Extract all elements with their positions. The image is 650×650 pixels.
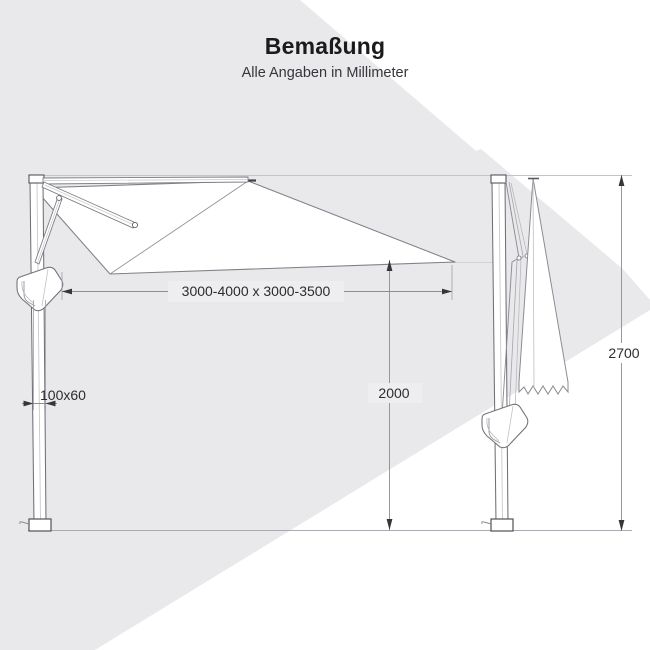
- crank-housing-shell: [16, 266, 64, 312]
- diagonal-strut-inner-line: [44, 184, 135, 226]
- crank-housing-inner-outline-right: [486, 417, 500, 442]
- mast-top-cap: [28, 174, 45, 184]
- crank-housing-inner-loop: [23, 281, 36, 307]
- closed-canopy-fabric: [518, 177, 569, 395]
- folded-rib-a: [501, 181, 520, 417]
- crank-housing-inner-outline: [21, 280, 35, 305]
- strut-pivot-lower-joint: [131, 221, 139, 229]
- base-plate-group: [19, 518, 52, 532]
- mast-edge-highlight: [36, 181, 41, 523]
- overall-height-arrow-top: [618, 175, 625, 186]
- canopy-ridge-left: [109, 180, 249, 275]
- crank-housing-inner-loop-right: [488, 418, 501, 444]
- folded-rib-c: [510, 182, 528, 413]
- mast-profile-label: 100x60: [40, 387, 86, 403]
- mast-top-cap-right: [490, 174, 507, 184]
- base-plate-anchor-tab: [19, 521, 30, 525]
- dimension-canopy-span: 3000-4000 x 3000-3500: [61, 265, 453, 302]
- mast-profile-arrow-left: [23, 400, 34, 407]
- overall-height-arrow-bottom: [618, 520, 625, 531]
- canopy-span-arrow-left: [62, 288, 72, 295]
- front-view-open: [16, 174, 456, 532]
- closed-canopy-fold-line: [532, 179, 535, 389]
- base-plate-anchor-tab-right: [481, 521, 492, 525]
- rib-joint-left: [516, 255, 522, 261]
- tension-rod-inner-line: [37, 198, 61, 263]
- overall-height-label-mask: [600, 343, 650, 363]
- crank-housing-shell-right: [481, 403, 529, 449]
- mast-profile-arrow-right: [45, 400, 56, 407]
- crank-housing-facet-line-right: [506, 405, 514, 444]
- canopy-span-arrow-right: [442, 288, 452, 295]
- crank-housing-group-right: [481, 403, 529, 449]
- top-beam-inner-line: [43, 179, 248, 181]
- canopy-span-label-mask: [168, 281, 344, 302]
- crank-housing-group: [16, 266, 64, 312]
- base-plate-group-right: [481, 518, 514, 532]
- shade-clear-wedge-top: [305, 0, 650, 292]
- dimension-mast-profile: 100x60: [22, 300, 86, 410]
- clearance-arrow-top: [386, 260, 393, 271]
- base-plate: [28, 518, 52, 532]
- clearance-arrow-bottom: [386, 519, 393, 530]
- dimension-clearance-height: 2000: [368, 260, 422, 530]
- crank-housing-facet-line: [41, 268, 49, 307]
- canopy-group: [33, 179, 456, 275]
- strut-pivot-upper-joint: [56, 195, 62, 201]
- overall-height-label: 2700: [608, 345, 639, 361]
- shade-clear-wedge: [95, 310, 650, 650]
- side-view-closed: [481, 174, 569, 532]
- closed-canopy-group: [518, 177, 569, 395]
- dimension-overall-height: 2700: [600, 175, 650, 531]
- cantilever-arm-group: [34, 176, 249, 265]
- mast-edge-highlight-right: [498, 181, 503, 523]
- clearance-label: 2000: [378, 385, 409, 401]
- base-plate-right: [490, 518, 514, 532]
- canopy-span-label: 3000-4000 x 3000-3500: [182, 283, 331, 299]
- top-beam: [42, 176, 249, 185]
- clearance-label-mask: [368, 383, 422, 403]
